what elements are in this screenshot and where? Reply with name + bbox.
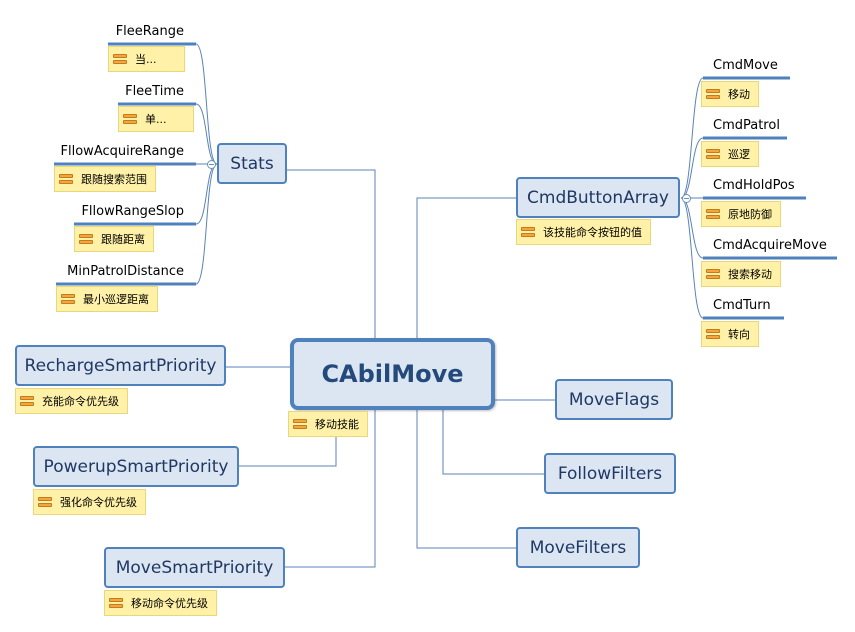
powerup-smart-priority-note[interactable]: 强化命令优先级 — [33, 489, 146, 515]
note-cmd-hold-pos[interactable]: 原地防御 — [701, 201, 781, 227]
leaf-flee-time[interactable]: FleeTime — [125, 84, 184, 100]
cmd-button-array-note[interactable]: 该技能命令按钮的值 — [516, 219, 651, 245]
move-smart-priority-label: MoveSmartPriority — [115, 557, 274, 578]
note-icon — [706, 148, 720, 160]
leaf-cmd-acquire-move[interactable]: CmdAcquireMove — [713, 238, 827, 254]
note-flee-range[interactable]: 当... — [108, 46, 185, 72]
recharge-smart-priority-note[interactable]: 充能命令优先级 — [15, 388, 128, 414]
note-text: 跟随搜索范围 — [81, 173, 147, 186]
move-flags-node[interactable]: MoveFlags — [555, 379, 673, 420]
stats-label: Stats — [230, 153, 274, 174]
note-icon — [706, 88, 720, 100]
note-flee-time[interactable]: 单... — [118, 106, 194, 132]
note-text: 单... — [145, 113, 167, 126]
move-smart-priority-note[interactable]: 移动命令优先级 — [104, 590, 217, 616]
note-icon — [79, 233, 93, 245]
note-icon — [521, 226, 535, 238]
leaf-label: FllowAcquireRange — [60, 144, 184, 159]
note-text: 当... — [135, 53, 157, 66]
follow-filters-node[interactable]: FollowFilters — [544, 453, 676, 494]
leaf-cmd-hold-pos[interactable]: CmdHoldPos — [713, 178, 795, 194]
leaf-cmd-patrol[interactable]: CmdPatrol — [713, 118, 780, 134]
recharge-smart-priority-node[interactable]: RechargeSmartPriority — [15, 345, 226, 386]
cmd-button-array-label: CmdButtonArray — [527, 187, 669, 208]
note-fllow-range-slop[interactable]: 跟随距离 — [74, 226, 154, 252]
leaf-label: CmdPatrol — [713, 118, 780, 133]
note-icon — [20, 395, 34, 407]
leaf-cmd-turn[interactable]: CmdTurn — [713, 298, 771, 314]
leaf-label: FleeRange — [115, 24, 184, 39]
powerup-smart-priority-label: PowerupSmartPriority — [43, 456, 229, 477]
leaf-label: CmdAcquireMove — [713, 238, 827, 253]
collapse-toggle-cmd-button-array[interactable] — [682, 194, 691, 203]
central-topic-label: CAbilMove — [321, 360, 464, 388]
note-icon — [123, 113, 137, 125]
central-note[interactable]: 移动技能 — [288, 411, 368, 437]
note-text: 最小巡逻距离 — [83, 293, 149, 306]
note-cmd-turn[interactable]: 转向 — [701, 321, 759, 347]
move-filters-label: MoveFilters — [529, 537, 627, 558]
leaf-fllow-range-slop[interactable]: FllowRangeSlop — [81, 204, 184, 220]
leaf-label: MinPatrolDistance — [67, 264, 184, 279]
cmd-button-array-node[interactable]: CmdButtonArray — [516, 177, 680, 218]
powerup-smart-priority-node[interactable]: PowerupSmartPriority — [33, 446, 239, 487]
move-flags-label: MoveFlags — [568, 389, 660, 410]
note-text: 移动命令优先级 — [131, 597, 208, 610]
leaf-fllow-acquire-range[interactable]: FllowAcquireRange — [61, 144, 184, 160]
note-text: 原地防御 — [728, 208, 772, 221]
leaf-label: FllowRangeSlop — [81, 204, 184, 219]
recharge-smart-priority-label: RechargeSmartPriority — [24, 355, 217, 376]
central-topic[interactable]: CAbilMove — [290, 338, 495, 410]
leaf-cmd-move[interactable]: CmdMove — [713, 58, 778, 74]
note-icon — [113, 53, 127, 65]
move-filters-node[interactable]: MoveFilters — [516, 527, 640, 568]
stats-node[interactable]: Stats — [217, 143, 287, 184]
leaf-label: CmdTurn — [713, 298, 771, 313]
note-icon — [59, 173, 73, 185]
follow-filters-label: FollowFilters — [557, 463, 663, 484]
leaf-label: FleeTime — [125, 84, 184, 99]
note-cmd-move[interactable]: 移动 — [701, 81, 759, 107]
note-text: 巡逻 — [728, 148, 750, 161]
leaf-min-patrol-distance[interactable]: MinPatrolDistance — [67, 264, 184, 280]
note-cmd-acquire-move[interactable]: 搜索移动 — [701, 261, 781, 287]
note-text: 转向 — [728, 328, 750, 341]
note-text: 搜索移动 — [728, 268, 772, 281]
note-text: 跟随距离 — [101, 233, 145, 246]
move-smart-priority-node[interactable]: MoveSmartPriority — [104, 547, 285, 588]
central-note-text: 移动技能 — [315, 418, 359, 431]
note-cmd-patrol[interactable]: 巡逻 — [701, 141, 759, 167]
note-icon — [109, 597, 123, 609]
note-fllow-acquire-range[interactable]: 跟随搜索范围 — [54, 166, 156, 192]
note-icon — [38, 496, 52, 508]
note-text: 充能命令优先级 — [42, 395, 119, 408]
note-icon — [706, 268, 720, 280]
note-min-patrol-distance[interactable]: 最小巡逻距离 — [56, 286, 158, 312]
note-icon — [706, 328, 720, 340]
collapse-toggle-stats[interactable] — [207, 160, 216, 169]
leaf-label: CmdMove — [713, 58, 778, 73]
note-icon — [293, 418, 307, 430]
note-text: 该技能命令按钮的值 — [543, 226, 642, 239]
note-icon — [706, 208, 720, 220]
note-icon — [61, 293, 75, 305]
leaf-flee-range[interactable]: FleeRange — [116, 24, 184, 40]
note-text: 移动 — [728, 88, 750, 101]
leaf-label: CmdHoldPos — [713, 178, 795, 193]
note-text: 强化命令优先级 — [60, 496, 137, 509]
